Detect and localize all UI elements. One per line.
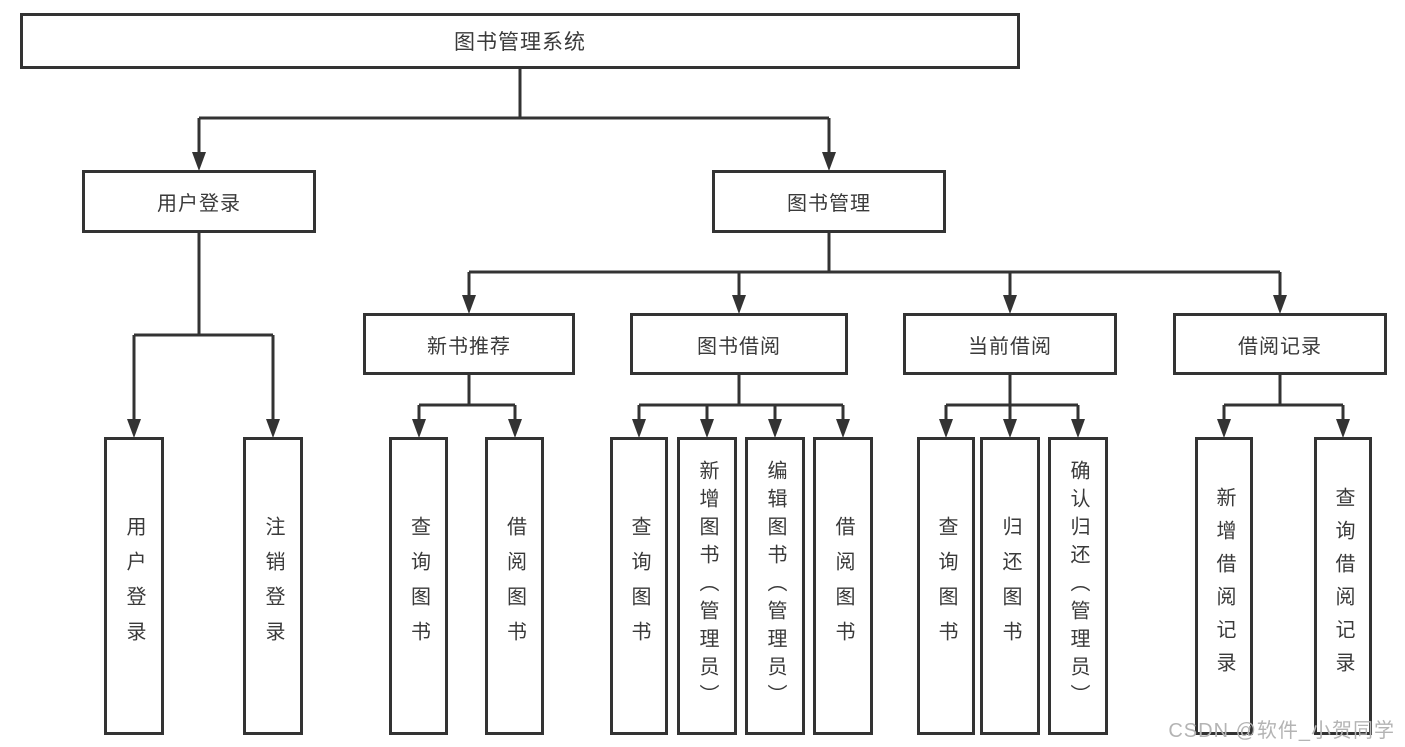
csdn-watermark: CSDN @软件_小贺同学: [1168, 720, 1395, 742]
leaf-label: 查询图书: [407, 516, 430, 656]
leaf-label: 借阅图书: [832, 516, 854, 656]
leaf-return-books: 归还图书: [980, 437, 1040, 735]
leaf-label: 注销登录: [262, 516, 284, 656]
node-book-borrow: 图书借阅: [630, 313, 848, 375]
leaf-label: 查询图书: [628, 516, 650, 656]
leaf-borrow-books: 借阅图书: [485, 437, 544, 735]
leaf-borrow-books: 借阅图书: [813, 437, 873, 735]
node-label: 当前借阅: [968, 335, 1052, 358]
leaf-edit-books-admin: 编辑图书（管理员）: [745, 437, 805, 735]
leaf-add-borrow-record: 新增借阅记录: [1195, 437, 1253, 735]
node-library-management-system: 图书管理系统: [20, 13, 1020, 69]
leaf-label: 查询借阅记录: [1332, 487, 1354, 685]
node-current-borrow: 当前借阅: [903, 313, 1117, 375]
leaf-query-books: 查询图书: [610, 437, 668, 735]
node-label: 新书推荐: [427, 335, 511, 358]
leaf-logout: 注销登录: [243, 437, 303, 735]
node-user-login: 用户登录: [82, 170, 316, 233]
leaf-label: 确认归还（管理员）: [1067, 460, 1089, 712]
leaf-label: 新增图书（管理员）: [696, 460, 718, 712]
node-label: 借阅记录: [1238, 335, 1322, 358]
node-label: 图书借阅: [697, 335, 781, 358]
node-label: 图书管理: [787, 193, 871, 215]
node-label: 图书管理系统: [454, 31, 586, 54]
leaf-user-login: 用户登录: [104, 437, 164, 735]
node-new-book-recommend: 新书推荐: [363, 313, 575, 375]
node-borrow-records: 借阅记录: [1173, 313, 1387, 375]
leaf-label: 借阅图书: [503, 516, 526, 656]
node-book-management: 图书管理: [712, 170, 946, 233]
node-label: 用户登录: [157, 193, 241, 215]
leaf-query-books: 查询图书: [389, 437, 448, 735]
leaf-label: 新增借阅记录: [1213, 487, 1235, 685]
leaf-add-books-admin: 新增图书（管理员）: [677, 437, 737, 735]
leaf-confirm-return-admin: 确认归还（管理员）: [1048, 437, 1108, 735]
leaf-label: 用户登录: [123, 516, 145, 656]
leaf-query-books: 查询图书: [917, 437, 975, 735]
leaf-label: 编辑图书（管理员）: [764, 460, 786, 712]
leaf-query-borrow-record: 查询借阅记录: [1314, 437, 1372, 735]
leaf-label: 归还图书: [999, 516, 1021, 656]
leaf-label: 查询图书: [935, 516, 957, 656]
